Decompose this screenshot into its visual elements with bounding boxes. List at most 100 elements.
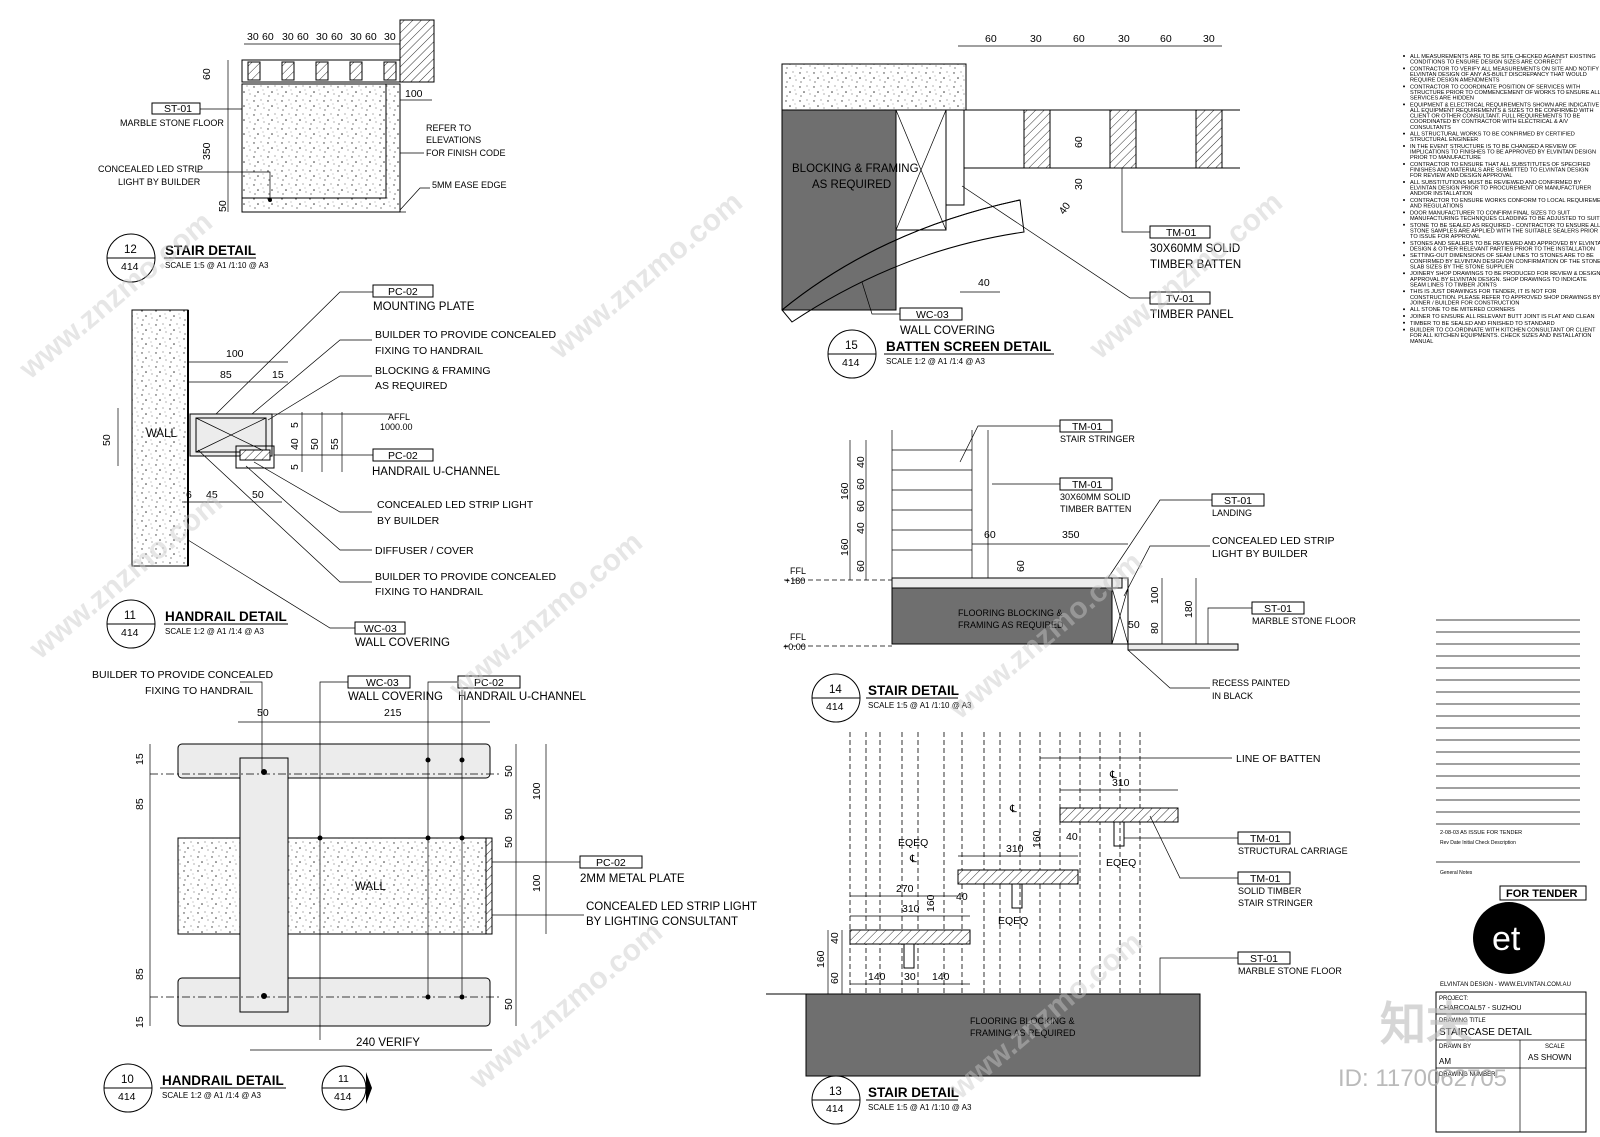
centreline: ℄ — [1009, 803, 1017, 815]
tag-text: PC-02 — [474, 677, 504, 689]
detail-sheet: 414 — [826, 701, 844, 713]
dim-label: 215 — [384, 707, 402, 719]
dim-label: 40 — [855, 456, 867, 468]
note-item: IN THE EVENT STRUCTURE IS TO BE CHANGED … — [1410, 144, 1596, 161]
annotation: AS REQUIRED — [812, 179, 891, 191]
detail-number: 14 — [829, 684, 842, 696]
dim-label: 180 — [1183, 600, 1195, 618]
note-item: JOINERY SHOP DRAWINGS TO BE PRODUCED FOR… — [1410, 271, 1600, 288]
note-bullet — [1403, 145, 1405, 147]
annotation: BUILDER TO PROVIDE CONCEALED — [92, 669, 273, 681]
detail-title: HANDRAIL DETAIL — [162, 1073, 284, 1088]
note-item: TIMBER TO BE SEALED AND FINISHED TO STAN… — [1410, 321, 1555, 327]
dim-label: 140 — [868, 971, 886, 983]
dim-label: 6 — [186, 489, 192, 501]
annotation: MARBLE STONE FLOOR — [120, 118, 224, 128]
revision-row: 2-08-03 A5 ISSUE FOR TENDER — [1440, 830, 1522, 836]
detail-10-handrail: WALL BUILDER TO PROVIDE CONCEALED FIXING… — [92, 669, 757, 1113]
note-bullet — [1403, 290, 1405, 293]
annotation: TIMBER BATTEN — [1150, 259, 1241, 271]
dim-label: 30 — [316, 31, 328, 43]
annotation: MOUNTING PLATE — [373, 301, 475, 313]
note-item: STONES AND SEALERS TO BE REVIEWED AND AP… — [1410, 241, 1600, 253]
dim-label: 60 — [1073, 136, 1085, 148]
dim-label: 60 — [829, 972, 841, 984]
tag-text: TM-01 — [1166, 227, 1196, 239]
dim-label: 50 — [101, 434, 113, 446]
note-bullet — [1403, 308, 1405, 311]
revision-header: Rev Date Initial Check Description — [1440, 840, 1516, 846]
dim-label: 100 — [531, 782, 543, 800]
dim-label: EQEQ — [998, 915, 1028, 927]
note-item: ALL STRUCTURAL WORKS TO BE CONFIRMED BY … — [1410, 132, 1575, 144]
detail-title: STAIR DETAIL — [868, 683, 959, 698]
dim-label: 140 — [932, 971, 950, 983]
project-label: PROJECT: — [1439, 996, 1468, 1002]
dim-label: 60 — [1015, 560, 1027, 572]
drawing-title: STAIRCASE DETAIL — [1439, 1027, 1532, 1038]
annotation: STAIR STRINGER — [1060, 434, 1135, 444]
centreline: ℄ — [909, 853, 917, 865]
dim-label: 100 — [226, 348, 244, 360]
tender-text: FOR TENDER — [1506, 888, 1578, 900]
note-item: CONTRACTOR TO VERIFY ALL MEASUREMENTS ON… — [1410, 66, 1599, 83]
note-bullet — [1403, 103, 1405, 106]
logo-letters: et — [1492, 920, 1521, 958]
tag-text: WC-03 — [366, 677, 399, 689]
annotation: LIGHT BY BUILDER — [118, 177, 201, 187]
project-name: CHARCOAL57 - SUZHOU — [1439, 1005, 1521, 1012]
note-item: BUILDER TO CO-ORDINATE WITH KITCHEN CONS… — [1410, 328, 1596, 345]
detail-title: STAIR DETAIL — [165, 243, 256, 258]
annotation: RECESS PAINTED — [1212, 678, 1290, 688]
note-item: SETTING-OUT DIMENSIONS OF SEAM LINES TO … — [1410, 253, 1600, 270]
annotation: CONCEALED LED STRIP LIGHT — [586, 901, 757, 913]
dim-label: 85 — [220, 369, 232, 381]
detail-sheet: 414 — [121, 627, 139, 639]
dim-label: 30 — [247, 31, 259, 43]
tag-text: PC-02 — [388, 286, 418, 298]
tag-text: PC-02 — [596, 857, 626, 869]
detail-12-stair: 30 60 30 60 30 60 30 60 30 60 350 50 100… — [98, 19, 507, 283]
revision-lines — [1436, 619, 1580, 863]
scale-label: SCALE — [1545, 1044, 1565, 1050]
detail-14-stair: FLOORING BLOCKING & FRAMING AS REQUIRED … — [783, 419, 1356, 723]
detail-title: BATTEN SCREEN DETAIL — [886, 339, 1051, 354]
dim-label: 60 — [985, 33, 997, 45]
elvintan-logo — [1473, 902, 1545, 974]
title-block: FOR TENDER et ELVINTAN DESIGN - WWW.ELVI… — [1435, 885, 1587, 1133]
drawing-title-label: DRAWING TITLE — [1439, 1018, 1486, 1024]
watermark-id: ID: 1170062705 — [1338, 1065, 1507, 1092]
detail-sheet: 414 — [118, 1091, 136, 1103]
dim-label: 60 — [365, 31, 377, 43]
dim-label: EQEQ — [1106, 857, 1136, 869]
level-label: FFL — [790, 566, 806, 576]
detail-12-top-dims: 30 60 30 60 30 60 30 60 30 — [247, 31, 396, 43]
detail-sheet: 414 — [334, 1091, 352, 1103]
dim-label: 15 — [272, 369, 284, 381]
tag-text: ST-01 — [1250, 953, 1278, 965]
dim-label: 85 — [134, 798, 146, 810]
detail-scale: SCALE 1:5 @ A1 /1:10 @ A3 — [868, 1103, 972, 1112]
detail-title: HANDRAIL DETAIL — [165, 609, 287, 624]
annotation: BLOCKING & FRAMING — [375, 365, 491, 377]
annotation: 5MM EASE EDGE — [432, 180, 507, 190]
detail-sheet: 414 — [826, 1103, 844, 1115]
tag-text: WC-03 — [364, 623, 397, 635]
dim-label: 45 — [206, 489, 218, 501]
centreline: ℄ — [1109, 769, 1117, 781]
note-bullet — [1403, 163, 1405, 165]
note-bullet — [1403, 223, 1405, 226]
annotation: AS REQUIRED — [375, 380, 448, 392]
note-item: CONTRACTOR TO ENSURE WORKS CONFORM TO LO… — [1410, 198, 1600, 210]
detail-15-batten-screen: 60 30 60 30 60 30 BLOCKING & FRAMING AS … — [781, 33, 1241, 379]
detail-scale: SCALE 1:2 @ A1 /1:4 @ A3 — [886, 357, 986, 366]
dim-label: 240 VERIFY — [356, 1037, 420, 1049]
note-bullet — [1403, 85, 1405, 88]
annotation: LANDING — [1212, 508, 1252, 518]
annotation: WALL COVERING — [900, 325, 995, 337]
note-bullet — [1403, 199, 1405, 201]
note-item: EQUIPMENT & ELECTRICAL REQUIREMENTS SHOW… — [1410, 102, 1600, 130]
dim-label: 100 — [531, 874, 543, 892]
annotation: FRAMING AS REQUIRED — [958, 620, 1064, 630]
detail-scale: SCALE 1:2 @ A1 /1:4 @ A3 — [162, 1091, 262, 1100]
